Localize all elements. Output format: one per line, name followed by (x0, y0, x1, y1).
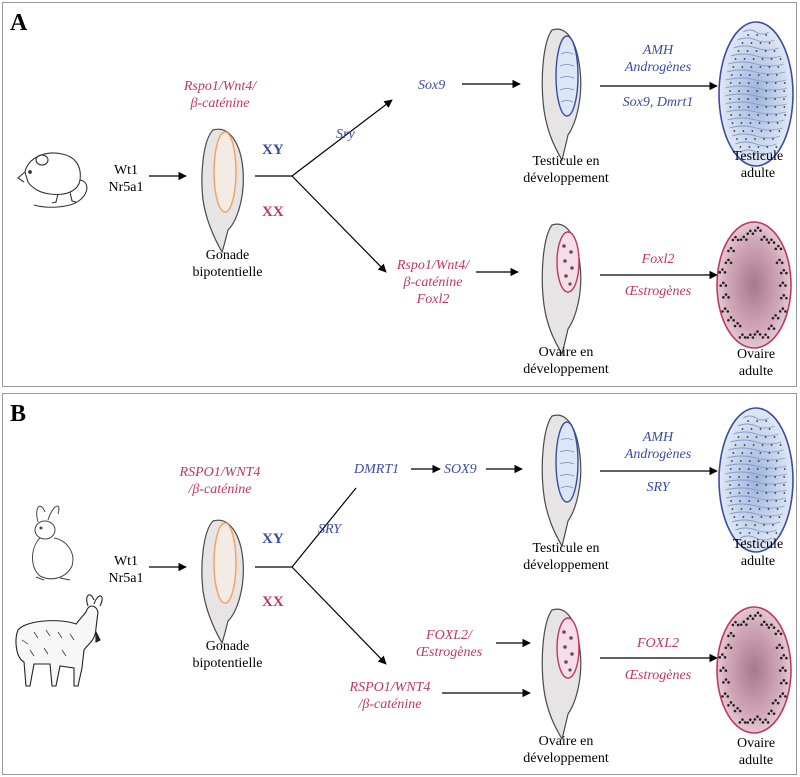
developing-ovary-b (541, 608, 582, 741)
panel-b-letter: B (10, 401, 27, 427)
male-late-bottom-a: Sox9, Dmrt1 (622, 95, 694, 110)
gene-wt1-a: Wt1 (113, 163, 139, 178)
developing-testis-b (541, 414, 582, 548)
arrow-xy-branch-a (291, 99, 393, 177)
panel-a (2, 2, 797, 387)
bipotential-gonad-a (201, 128, 244, 254)
panel-b (2, 393, 797, 775)
adult-testis-a (718, 21, 794, 167)
xy-label-b: XY (262, 531, 284, 547)
goat-icon (15, 594, 103, 687)
xx-label-b: XX (262, 594, 284, 610)
female-lower-b: RSPO1/WNT4 /β-caténine (349, 680, 431, 712)
gene-nr5a1-b: Nr5a1 (108, 571, 144, 586)
input-genes-a: Wt1 Nr5a1 (106, 162, 146, 196)
pre-factors-b: RSPO1/WNT4 /β-caténine (179, 465, 261, 497)
male-late-bottom-b: SRY (646, 480, 670, 495)
gene-nr5a1-a: Nr5a1 (108, 180, 144, 195)
panel-a-letter: A (10, 10, 28, 36)
testis-adult-label-b: Testicule adulte (732, 537, 784, 569)
sox9-label-a: Sox9 (418, 78, 446, 93)
sry-label-b: SRY (318, 522, 342, 537)
adult-testis-b (718, 407, 794, 553)
gonad-label-b: Gonade bipotentielle (192, 639, 263, 671)
male-late-top-a: AMH Androgènes (624, 43, 692, 75)
testis-dev-label-a: Testicule en développement (523, 154, 609, 186)
female-late-top-a: Foxl2 (641, 252, 675, 267)
sry-label-a: Sry (336, 127, 355, 142)
xy-label-a: XY (262, 142, 284, 158)
sox9-label-b: SOX9 (444, 462, 477, 477)
input-genes-b: Wt1 Nr5a1 (106, 553, 146, 587)
female-late-bottom-b: Œstrogènes (624, 668, 692, 683)
ovary-adult-label-a: Ovaire adulte (736, 347, 776, 379)
gene-wt1-b: Wt1 (113, 554, 139, 569)
rabbit-icon (32, 505, 74, 581)
mouse-icon (17, 152, 88, 208)
testis-adult-label-a: Testicule adulte (732, 149, 784, 181)
ovary-dev-label-b: Ovaire en développement (523, 734, 609, 766)
dmrt1-label-b: DMRT1 (354, 462, 400, 477)
bipotential-gonad-b (201, 519, 244, 645)
gonad-label-a: Gonade bipotentielle (192, 248, 263, 280)
female-late-bottom-a: Œstrogènes (624, 284, 692, 299)
adult-ovary-a (716, 221, 792, 349)
adult-ovary-b (716, 606, 792, 734)
arrow-xx-branch-a (291, 175, 387, 273)
developing-ovary-a (541, 223, 582, 356)
arrow-xx-branch-b (291, 566, 387, 665)
ovary-adult-label-b: Ovaire adulte (736, 736, 776, 768)
arrow-xy-branch-b (291, 487, 357, 568)
female-factors-a: Rspo1/Wnt4/ β-caténine Foxl2 (396, 258, 470, 307)
xx-label-a: XX (262, 204, 284, 220)
testis-dev-label-b: Testicule en développement (523, 541, 609, 573)
developing-testis-a (541, 28, 582, 162)
female-upper-b: FOXL2/ Œstrogènes (415, 628, 483, 660)
ovary-dev-label-a: Ovaire en développement (523, 345, 609, 377)
female-late-top-b: FOXL2 (637, 636, 679, 651)
male-late-top-b: AMH Androgènes (624, 430, 692, 462)
pre-factors-a: Rspo1/Wnt4/ β-caténine (183, 79, 257, 111)
